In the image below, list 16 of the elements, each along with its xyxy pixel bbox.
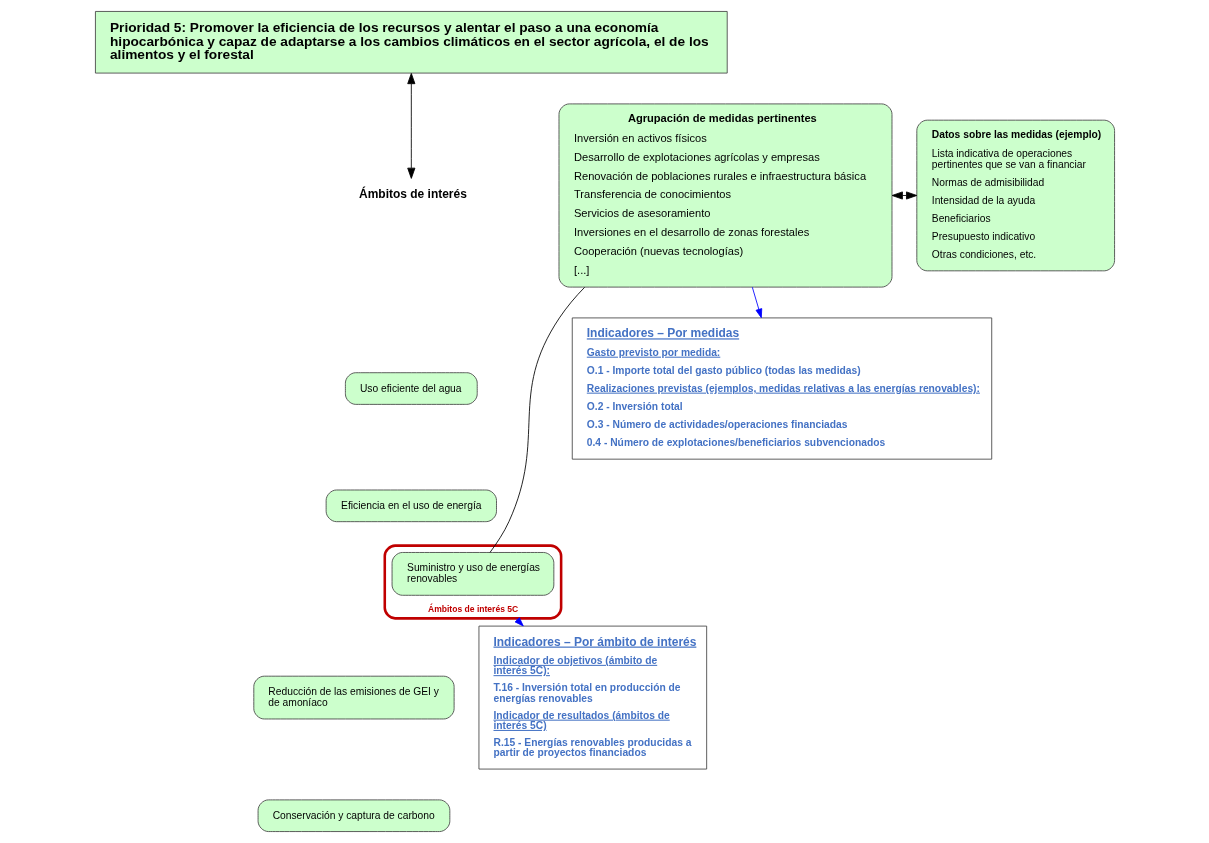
node-box: Reducción de las emisiones de GEI y de amoníaco (252, 675, 455, 720)
arrow (751, 286, 762, 319)
arrow (891, 191, 917, 200)
connector (489, 286, 585, 553)
node-box: Indicadores – Por ámbito de interés Indicador de objetivos (ámbito de interés 5C): T.16 - Inversión total en producción de energías renovables Indicador de resultados (ámbitos de interés 5C) R.15 - Energías renovables producidas a partir de proyectos financiados (478, 625, 707, 770)
arrow (406, 72, 415, 179)
node-box: Datos sobre las medidas (ejemplo) Lista indicativa de operaciones pertinentes que se van a financiar Normas de admisibilidad Intensidad de la ayuda Beneficiarios Presupuesto indicativo Otras condiciones, etc. (915, 119, 1115, 272)
node-box: Eficiencia en el uso de energía (325, 489, 497, 523)
node-text: Ámbitos de interés (358, 187, 467, 202)
node-box: Conservación y captura de carbono (257, 799, 450, 832)
node-box: Prioridad 5: Promover la eficiencia de los recursos y alentar el paso a una economía hipocarbónica y capaz de adaptarse a los cambios climáticos en el sector agrícola, el de los alimentos y el forestal (94, 11, 728, 74)
node-box: Suministro y uso de energías renovables (391, 552, 554, 596)
node-box: Indicadores – Por medidas Gasto previsto por medida: O.1 - Importe total del gasto público (todas las medidas) Realizaciones previstas (ejemplos, medidas relativas a las energías renovables): O.2 - Inversión total O.3 - Número de actividades/operaciones financiadas 0.4 - Número de explotaciones/beneficiarios subvencionados (571, 317, 992, 460)
arrow (514, 617, 524, 627)
node-box: Agrupación de medidas pertinentes Inversión en activos físicos Desarrollo de explotaciones agrícolas y empresas Renovación de poblaciones rurales e infraestructura básica Transferencia de conocimientos Servicios de asesoramiento Inversiones en el desarrollo de zonas forestales Cooperación (nuevas tecnologías) [...] (558, 103, 892, 288)
node-box: Uso eficiente del agua (344, 372, 478, 405)
